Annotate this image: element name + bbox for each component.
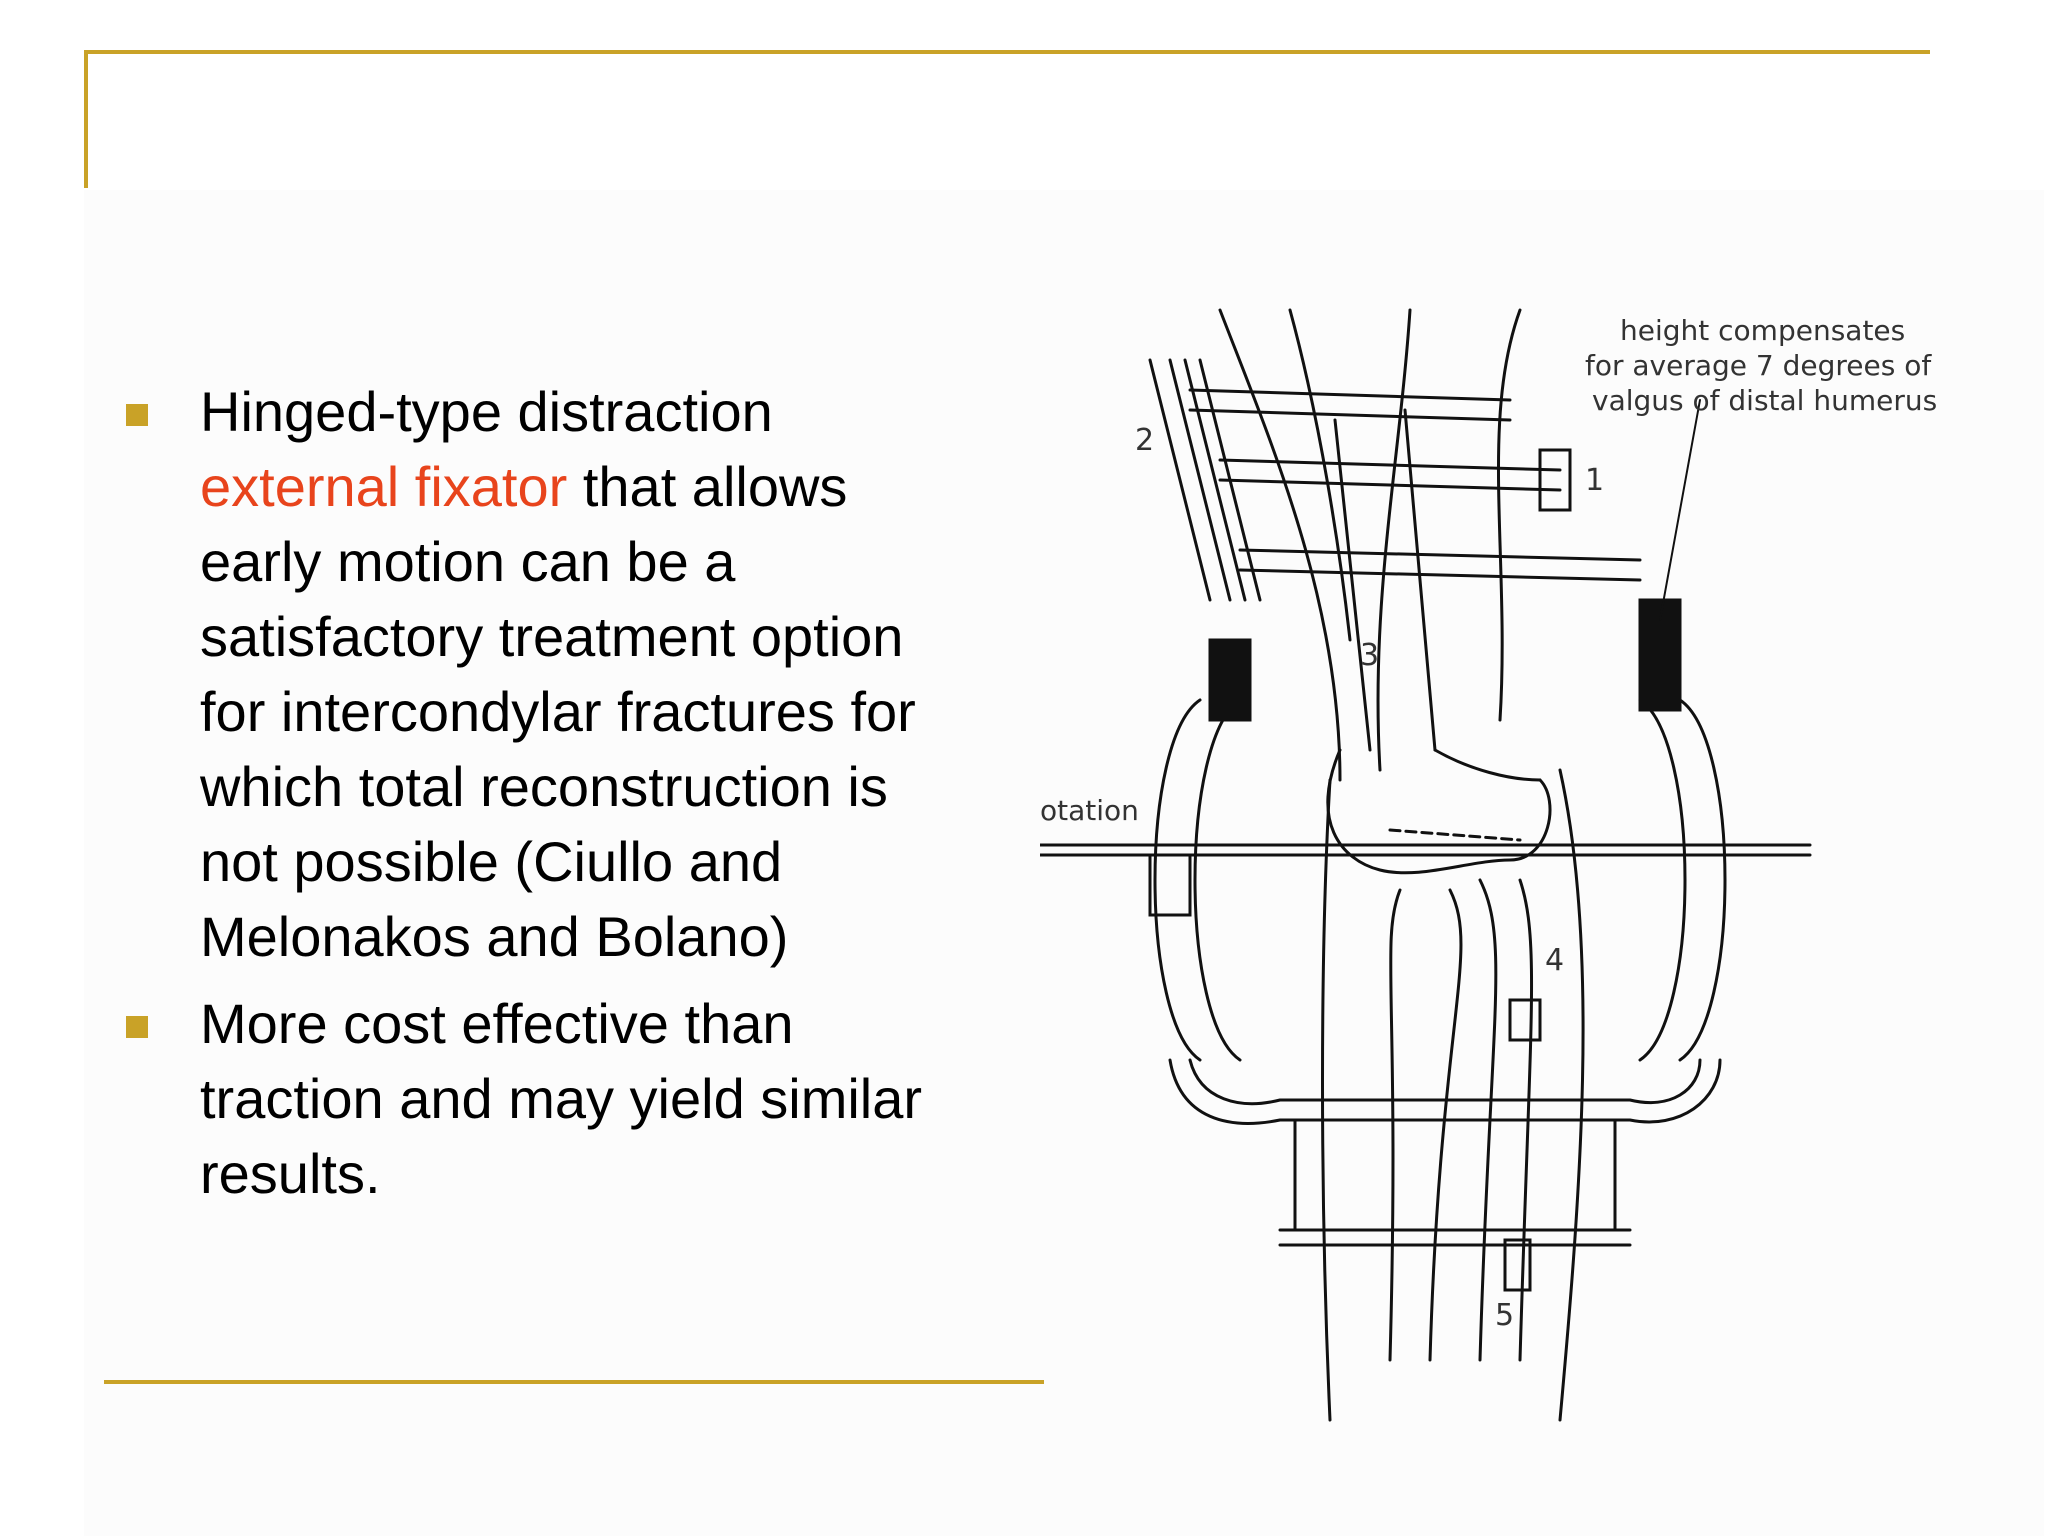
label-number-1: 1 — [1585, 463, 1604, 498]
label-number-4: 4 — [1545, 943, 1564, 978]
fixator-drawing: height compensates for average 7 degrees… — [1038, 308, 1937, 1422]
external-fixator-illustration: height compensates for average 7 degrees… — [1038, 300, 2040, 1440]
rotation-label: otation — [1040, 794, 1139, 827]
label-number-3: 3 — [1360, 638, 1379, 673]
frame-left-rule — [84, 50, 88, 188]
frame-top-rule — [84, 50, 1930, 54]
bullet-list: Hinged-type distraction external fixator… — [124, 374, 954, 1223]
bullet-2-text: More cost effective than traction and ma… — [200, 992, 923, 1205]
annotation-line-2: for average 7 degrees of — [1585, 349, 1932, 382]
label-number-2: 2 — [1135, 423, 1154, 458]
frame-bottom-rule — [104, 1380, 1044, 1384]
bullet-1-highlight: external fixator — [200, 455, 568, 518]
bullet-item-1: Hinged-type distraction external fixator… — [124, 374, 954, 974]
annotation-line-1: height compensates — [1620, 314, 1905, 347]
square-bullet-icon — [126, 1016, 148, 1038]
bullet-1-text-end: that allows early motion can be a satisf… — [200, 455, 916, 968]
bullet-item-2: More cost effective than traction and ma… — [124, 986, 954, 1211]
bullet-1-text-start: Hinged-type distraction — [200, 380, 773, 443]
content-panel — [84, 190, 2044, 1536]
annotation-line-3: valgus of distal humerus — [1592, 384, 1937, 417]
label-number-5: 5 — [1495, 1298, 1514, 1333]
square-bullet-icon — [126, 404, 148, 426]
